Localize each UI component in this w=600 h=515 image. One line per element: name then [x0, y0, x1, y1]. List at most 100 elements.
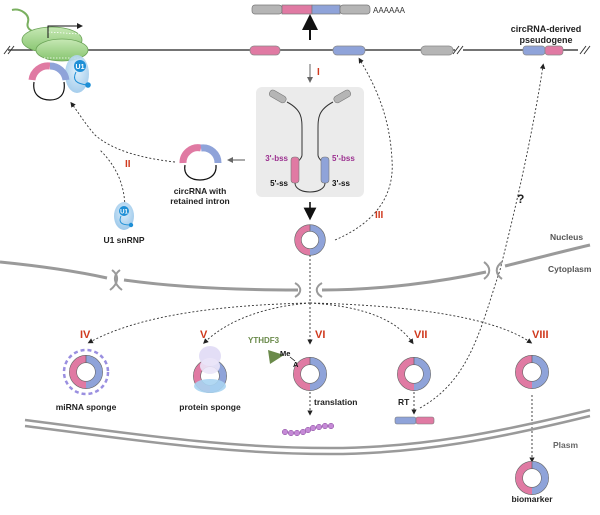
to-viii-line — [309, 302, 533, 344]
ythdf3-label: YTHDF3 — [248, 336, 280, 345]
circrna-outline — [404, 364, 424, 384]
u1-snrnp-bound — [65, 55, 89, 93]
circrna-outline — [301, 231, 319, 249]
u1-snrnp-label: U1 snRNP — [103, 235, 144, 245]
label-5-bss: 5'-bss — [332, 154, 355, 163]
exon-pink — [249, 45, 281, 56]
ecircrna-nucleus — [294, 224, 326, 256]
circrna-blue-half — [413, 357, 431, 391]
u1-to-pathway-line — [99, 149, 126, 211]
pathway-vii-numeral: VII — [414, 329, 427, 341]
eicirrna — [179, 144, 222, 181]
exon-blue-hairpin — [320, 156, 330, 184]
translation-label: translation — [314, 397, 357, 407]
circrna-outline — [300, 364, 320, 384]
ei-circrna-intron — [33, 81, 65, 101]
eicirrna-label-1: circRNA with — [174, 186, 227, 196]
circrna-blue-half — [531, 461, 549, 495]
nuclear-pore-right-a — [483, 261, 491, 280]
eicirrna-label-2: retained intron — [170, 196, 230, 206]
break-mark-mid — [452, 45, 464, 55]
to-vii-line — [309, 302, 414, 345]
protein-sponge-label: protein sponge — [179, 402, 241, 412]
nuclear-pore-left-a — [109, 269, 118, 291]
pathway-viii-numeral: VIII — [532, 329, 549, 341]
pathway-ii-numeral: II — [125, 159, 131, 170]
cdna-pink — [415, 416, 435, 425]
to-iv-line — [87, 302, 311, 344]
pathway-ii-line — [70, 101, 176, 163]
amino-acid-bead — [327, 422, 335, 430]
label-5-ss: 5'-ss — [270, 179, 288, 188]
ei-circrna-pink-arc — [28, 62, 51, 81]
amino-acid-bead — [293, 429, 301, 437]
svg-text:U1: U1 — [120, 210, 128, 216]
circrna-pink-half — [293, 357, 311, 391]
circrna-blue-half — [531, 355, 549, 389]
circrna-pink-half — [515, 355, 533, 389]
plasma-membrane — [24, 408, 591, 456]
pseudogene-line — [419, 63, 546, 409]
amino-acid-bead — [321, 422, 329, 430]
amino-acid-bead — [315, 423, 323, 431]
rt-label: RT — [398, 397, 410, 407]
ythdf3-shape — [268, 350, 284, 364]
label-3-bss: 3'-bss — [265, 154, 288, 163]
transcription-start-arrow — [47, 23, 83, 38]
circrna-pink-half — [397, 357, 415, 391]
amino-acid-bead — [309, 424, 317, 432]
circrna-pink-half — [69, 355, 87, 389]
cytoplasm-label: Cytoplasm — [548, 264, 592, 274]
exon-blue — [332, 45, 366, 56]
bound-protein-bottom — [194, 379, 226, 393]
circrna-outline — [522, 468, 542, 488]
circrna-blue-half — [309, 224, 326, 256]
u1-badge — [74, 60, 86, 72]
me-label: Me — [280, 349, 290, 358]
pseudogene-label-1: circRNA-derived — [511, 24, 582, 34]
mirna-sponge-label: miRNA sponge — [56, 402, 117, 412]
ecircrna-rt — [397, 357, 431, 391]
peptide-chain — [281, 422, 335, 437]
amino-acid-bead — [281, 428, 289, 436]
pathway-i-numeral: I — [317, 67, 320, 78]
pathway-iii-line — [334, 57, 393, 241]
pathway-iii-numeral: III — [375, 210, 384, 221]
ecircrna-mirna-sponge — [69, 355, 103, 389]
pseudogene-label-2: pseudogene — [519, 35, 572, 45]
biomarker-label: biomarker — [511, 494, 553, 504]
pathway-iv-numeral: IV — [80, 329, 91, 341]
pseudogene-blue — [522, 45, 546, 56]
nascent-rna-tail — [11, 8, 35, 33]
nucleus-label: Nucleus — [550, 232, 583, 242]
plasm-label: Plasm — [553, 440, 578, 450]
circrna-pink-half — [515, 461, 533, 495]
pseudogene-pink — [544, 45, 564, 56]
exon-pink-hairpin — [290, 156, 300, 184]
mirna-dashes — [62, 348, 110, 396]
polymerase-complex: U1 — [11, 8, 91, 101]
amino-acid-bead — [287, 429, 295, 437]
a-label: A — [293, 360, 299, 369]
break-mark-right — [579, 45, 591, 55]
ecircrna-translation — [293, 357, 327, 391]
nuclear-pore-right-b — [495, 261, 503, 280]
label-3-ss: 3'-ss — [332, 179, 350, 188]
pathway-v-numeral: V — [200, 329, 208, 341]
exon-gray — [420, 45, 454, 56]
u1-snrnp: U1 — [114, 202, 134, 230]
break-mark-left — [3, 45, 15, 55]
ecircrna-biomarker — [515, 461, 549, 495]
pathway-vi-numeral: VI — [315, 329, 325, 341]
nuclear-membrane — [0, 243, 591, 298]
circrna-blue-half — [85, 355, 103, 389]
to-v-line — [203, 302, 311, 344]
svg-text:U1: U1 — [76, 64, 85, 71]
circrna-blue-half — [309, 357, 327, 391]
gene-locus — [3, 45, 591, 56]
nuclear-pore-center-b — [315, 282, 323, 298]
ei-circrna-blue-arc — [49, 62, 70, 81]
polya-tail: AAAAAA — [373, 6, 406, 15]
mature-mrna: AAAAAA — [251, 4, 406, 15]
